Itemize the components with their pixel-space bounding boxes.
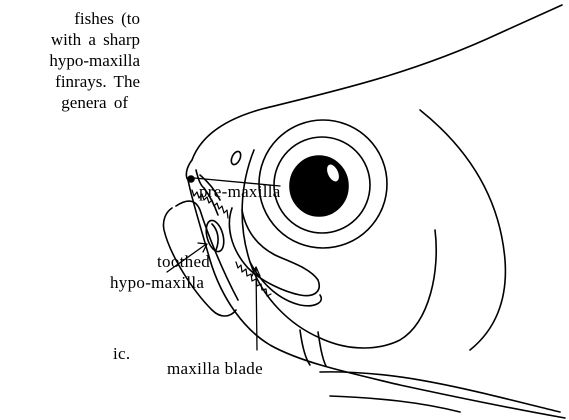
belly-outline	[320, 372, 560, 412]
premaxilla-point	[188, 176, 194, 182]
opercle-curve	[420, 110, 505, 350]
dorsal-outline	[192, 5, 562, 160]
belly-inner-line	[330, 396, 460, 412]
chin-line-2	[318, 332, 326, 366]
toothed-pointer	[167, 245, 205, 272]
nostril	[229, 150, 242, 166]
maxilla-blade-pointer	[256, 268, 257, 350]
pupil	[290, 156, 348, 216]
